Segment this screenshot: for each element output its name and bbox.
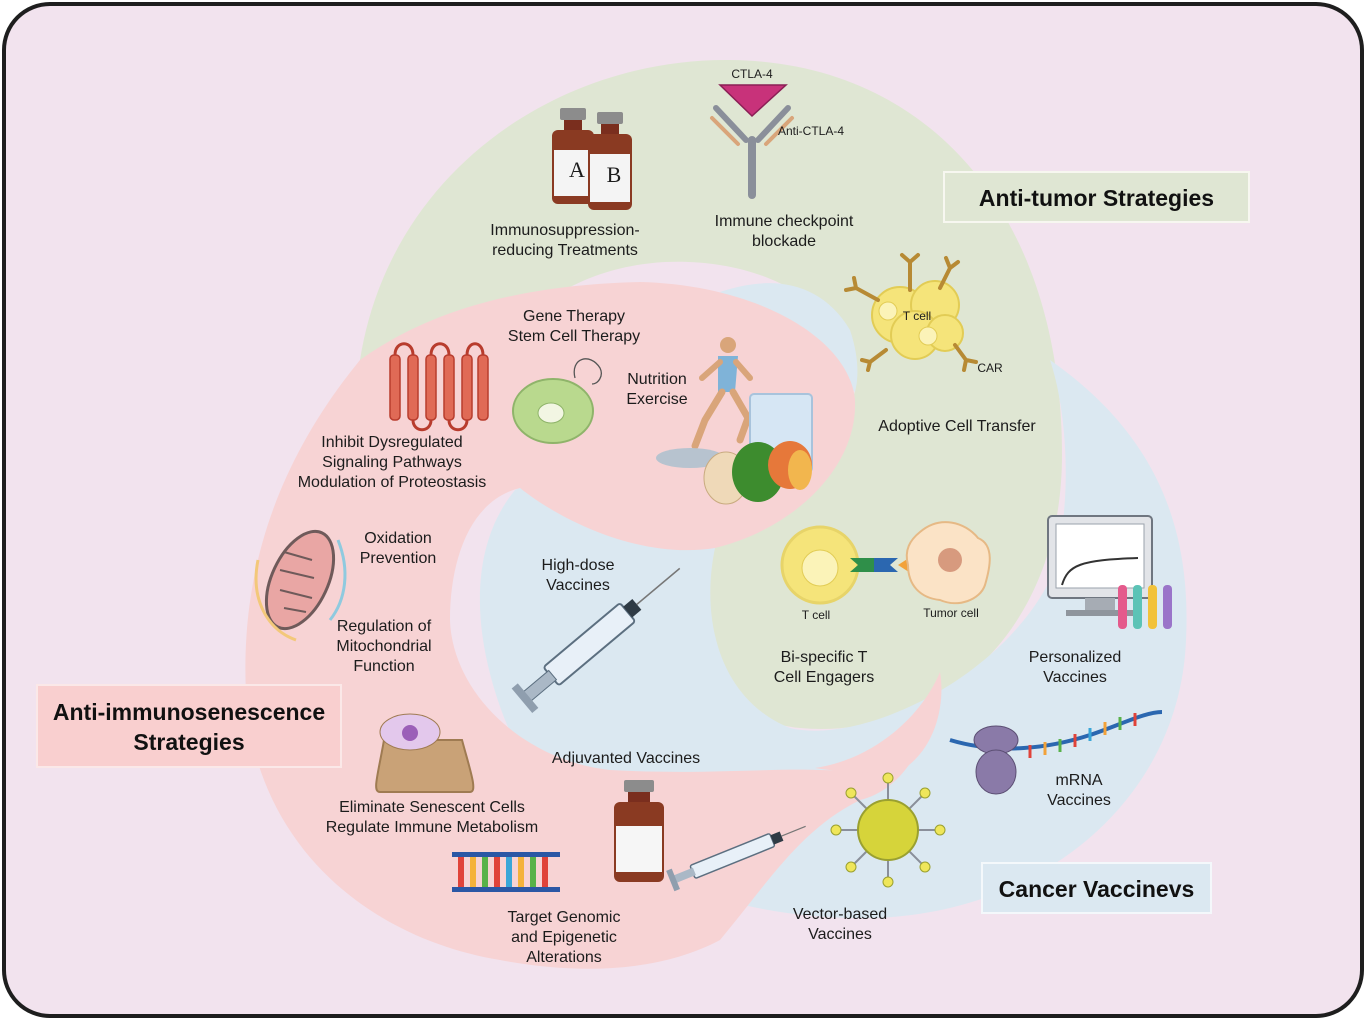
signaling-label: Inhibit Dysregulated Signaling Pathways … [297, 434, 487, 491]
car-label: CAR [977, 361, 1003, 375]
bite-label: Bi-specific T Cell Engagers [773, 649, 875, 686]
bite-t-cell-icon [780, 525, 860, 605]
syringe-high-dose-icon [511, 567, 681, 714]
tumor-cell-icon [905, 521, 991, 605]
high-dose-label: High-dose Vaccines [541, 557, 615, 594]
test-tubes-icon [1118, 585, 1172, 629]
runner-icon [691, 337, 753, 450]
ctla4-label: CTLA-4 [731, 67, 773, 81]
tumor-cell-label: Tumor cell [923, 606, 979, 620]
syringe-adjuvant-icon [666, 825, 806, 892]
vial-b-label: B [606, 162, 622, 187]
vial-a-label: A [569, 157, 585, 182]
cancer-vaccines-title: Cancer Vaccinevs [981, 862, 1212, 914]
checkpoint-label: Immune checkpoint blockade [714, 213, 854, 250]
anti-immunosenescence-title: Anti-immunosenescence Strategies [36, 684, 342, 768]
vial-adjuvant-icon [614, 780, 664, 882]
bite-t-cell-label: T cell [801, 608, 831, 622]
car-t-cell-label: T cell [902, 309, 932, 323]
viral-vector-icon [830, 772, 946, 888]
adjuvanted-label: Adjuvanted Vaccines [551, 750, 701, 767]
anti-ctla4-label: Anti-CTLA-4 [777, 124, 845, 138]
senescent-label: Eliminate Senescent Cells Regulate Immun… [325, 799, 539, 836]
vector-label: Vector-based Vaccines [792, 906, 888, 943]
antibody-icon [710, 105, 794, 199]
red-inner-lobe [815, 672, 942, 773]
ribosome-icon [973, 725, 1019, 795]
monitor-icon [1047, 515, 1153, 616]
gene-therapy-label: Gene Therapy Stem Cell Therapy [507, 308, 641, 345]
mrna-label: mRNA Vaccines [1047, 772, 1111, 809]
stem-cell-icon [512, 358, 602, 444]
adoptive-label: Adoptive Cell Transfer [878, 418, 1036, 435]
food-icon [656, 393, 813, 505]
dna-icon [452, 852, 560, 892]
oxidation-label: Oxidation Prevention [359, 530, 437, 567]
car-t-cell-icon [844, 253, 978, 372]
vial-a-icon [552, 108, 594, 204]
personalized-label: Personalized Vaccines [1028, 649, 1122, 686]
immunosuppression-label: Immunosuppression- reducing Treatments [490, 222, 640, 259]
genomic-label: Target Genomic and Epigenetic Alteration… [507, 909, 621, 966]
senescent-cell-icon [375, 713, 475, 793]
protein-helix-icon [389, 354, 489, 421]
ctla4-icon [718, 84, 788, 118]
protein-loop [393, 342, 485, 432]
mitochondrial-label: Regulation of Mitochondrial Function [336, 618, 432, 675]
vial-b-icon [588, 112, 632, 210]
anti-tumor-title: Anti-tumor Strategies [943, 171, 1250, 223]
mitochondria-icon [254, 529, 347, 642]
nutrition-label: Nutrition Exercise [626, 371, 688, 408]
